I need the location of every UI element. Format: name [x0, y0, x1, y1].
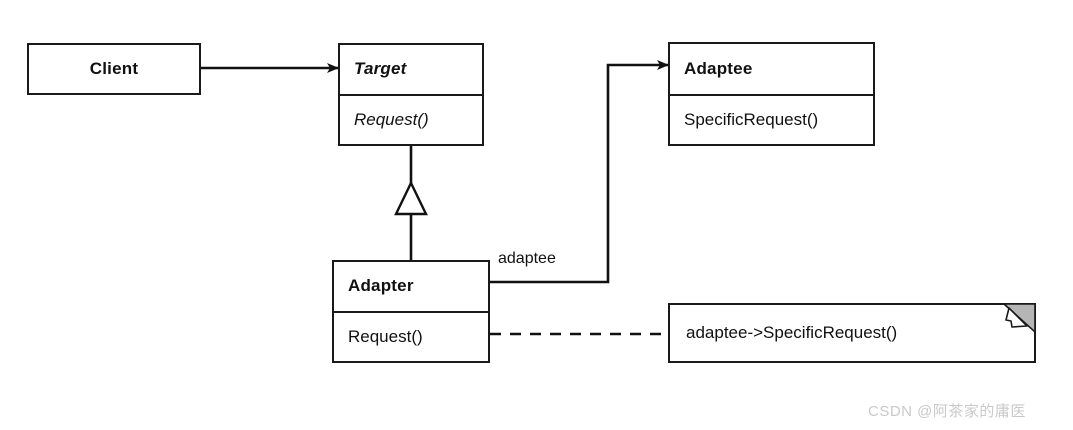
class-name-compartment: Target [340, 45, 482, 94]
class-box-adapter[interactable]: Adapter Request() [332, 260, 490, 363]
class-box-client[interactable]: Client [27, 43, 201, 95]
edge-adapter-to-adaptee [490, 60, 669, 284]
class-name-client: Client [89, 59, 139, 78]
class-name-compartment: Adapter [334, 262, 488, 311]
note-box[interactable]: adaptee->SpecificRequest() [668, 303, 1036, 363]
note-text: adaptee->SpecificRequest() [686, 323, 898, 342]
operation-adapter-request: Request() [348, 326, 423, 346]
class-operations-compartment: Request() [334, 310, 488, 361]
operation-target-request: Request() [354, 109, 429, 129]
class-name-compartment: Adaptee [670, 44, 873, 94]
generalization-triangle-icon [394, 180, 428, 216]
class-box-adaptee[interactable]: Adaptee SpecificRequest() [668, 42, 875, 146]
class-name-adaptee: Adaptee [684, 58, 753, 78]
class-operations-compartment: Request() [340, 93, 482, 144]
class-name-target: Target [354, 59, 407, 79]
edge-adapter-to-target [394, 145, 428, 260]
class-operations-compartment: SpecificRequest() [670, 93, 873, 144]
class-box-target[interactable]: Target Request() [338, 43, 484, 146]
class-name-compartment: Client [29, 45, 199, 93]
operation-adaptee-specificrequest: SpecificRequest() [684, 109, 819, 129]
edge-request-to-note [458, 326, 668, 342]
edge-label-adaptee: adaptee [495, 250, 559, 268]
csdn-watermark: CSDN @阿茶家的庸医 [868, 403, 1026, 420]
class-name-adapter: Adapter [348, 276, 414, 296]
